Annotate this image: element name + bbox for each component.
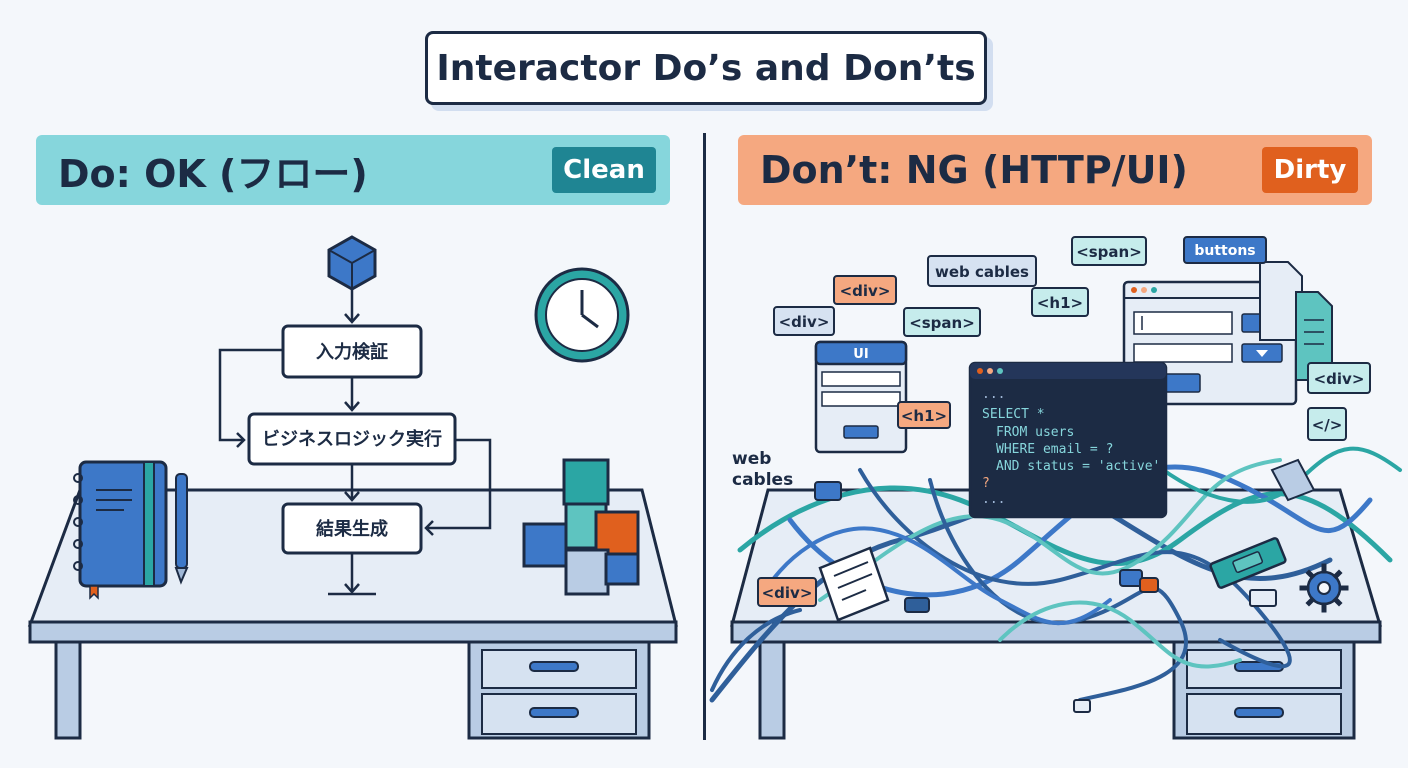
- center-divider: [703, 133, 706, 740]
- sql-line-1: ...: [982, 387, 1005, 402]
- memory-chip-icon: [1209, 537, 1287, 589]
- notebook-icon: [73, 460, 168, 600]
- tag-close: </>: [1307, 407, 1347, 441]
- gear-icon: [1299, 563, 1349, 613]
- svg-text:<span>: <span>: [1076, 243, 1142, 261]
- ui-window: UI: [814, 340, 908, 454]
- flow-start-cube-icon: [327, 235, 377, 291]
- svg-text:<div>: <div>: [762, 584, 813, 602]
- sql-terminal: ... SELECT * FROM users WHERE email = ? …: [968, 361, 1168, 519]
- clock-icon: [534, 267, 630, 363]
- stacked-cubes-icon: [522, 458, 640, 596]
- svg-text:<div>: <div>: [779, 313, 830, 331]
- file-icons: [1259, 261, 1333, 381]
- sql-line-2: SELECT *: [982, 407, 1045, 422]
- sql-line-5: AND status = 'active': [996, 459, 1160, 474]
- sql-line-6: ?: [982, 476, 990, 491]
- svg-text:<div>: <div>: [840, 282, 891, 300]
- document-icon: [818, 546, 890, 622]
- tag-buttons: buttons: [1183, 236, 1267, 264]
- tag-span-mid: <span>: [903, 307, 981, 337]
- web-cables-label-line1: web: [732, 449, 771, 469]
- tag-div-bottom: <div>: [757, 577, 817, 607]
- svg-text:buttons: buttons: [1194, 243, 1255, 259]
- svg-text:<h1>: <h1>: [1037, 294, 1083, 312]
- tag-div-right: <div>: [1307, 362, 1371, 394]
- svg-text:web cables: web cables: [935, 263, 1029, 281]
- plug-icons: [814, 458, 1316, 713]
- flow-step-result: 結果生成: [281, 502, 423, 555]
- ui-window-label: UI: [853, 347, 868, 362]
- tag-web-cables: web cables: [927, 255, 1037, 287]
- flow-step-validate-label: 入力検証: [316, 341, 388, 363]
- page-title: Interactor Do’s and Don’ts: [425, 31, 987, 105]
- flow-step-validate: 入力検証: [281, 324, 423, 379]
- do-heading: Do: OK (フロー): [58, 151, 368, 196]
- flow-connectors: [218, 290, 492, 596]
- svg-text:<h1>: <h1>: [901, 407, 947, 425]
- do-banner: Do: OK (フロー) Clean: [36, 135, 670, 205]
- tag-h1-orange: <h1>: [897, 401, 951, 429]
- tag-span-top: <span>: [1071, 236, 1147, 266]
- dirty-desk: [730, 488, 1383, 740]
- dont-banner: Don’t: NG (HTTP/UI) Dirty: [738, 135, 1372, 205]
- tag-div-far-left: <div>: [773, 306, 835, 336]
- flow-step-logic-label: ビジネスロジック実行: [262, 428, 442, 450]
- dirty-badge: Dirty: [1262, 147, 1358, 193]
- pen-icon: [174, 473, 189, 585]
- svg-text:</>: </>: [1312, 416, 1343, 434]
- web-cables-label-line2: cables: [732, 470, 793, 490]
- sql-line-4: WHERE email = ?: [996, 442, 1113, 457]
- clean-desk: [27, 488, 678, 740]
- clean-badge: Clean: [552, 147, 656, 193]
- tag-h1-top: <h1>: [1031, 287, 1089, 317]
- dont-heading: Don’t: NG (HTTP/UI): [760, 148, 1188, 192]
- flow-step-logic: ビジネスロジック実行: [247, 412, 457, 466]
- svg-text:<span>: <span>: [909, 314, 975, 332]
- tag-div-orange-top: <div>: [833, 275, 897, 305]
- svg-text:<div>: <div>: [1314, 370, 1365, 388]
- flow-step-result-label: 結果生成: [316, 518, 388, 540]
- sql-line-3: FROM users: [996, 425, 1074, 440]
- sql-line-7: ...: [982, 492, 1005, 507]
